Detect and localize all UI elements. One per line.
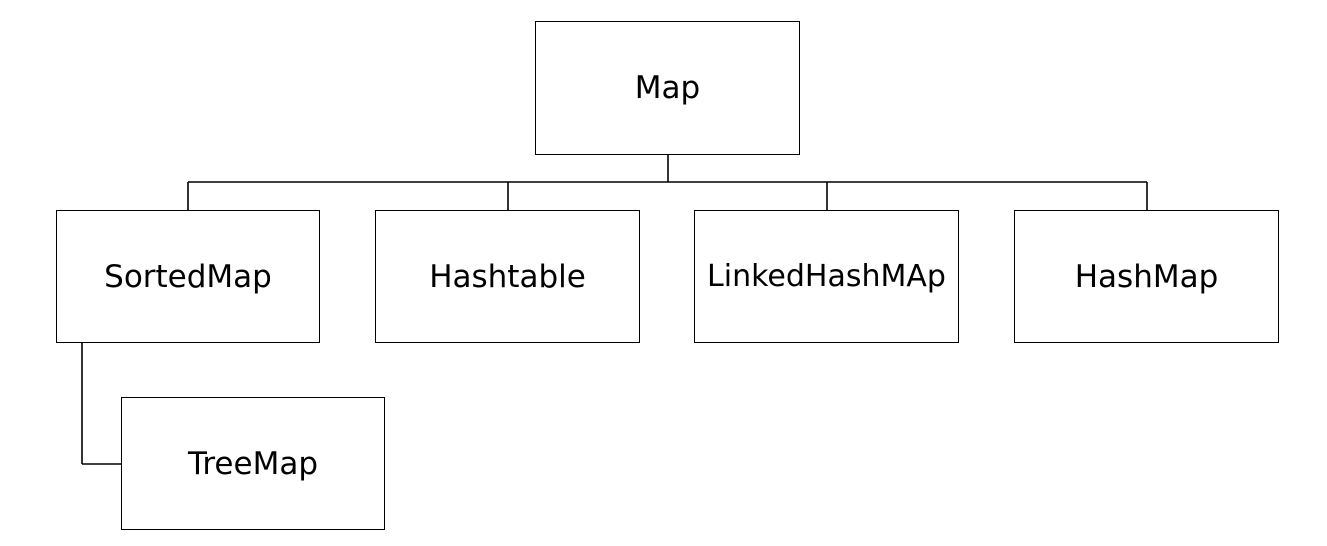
node-hashtable: Hashtable (375, 210, 640, 343)
node-label: TreeMap (187, 445, 318, 482)
node-label: HashMap (1074, 258, 1219, 295)
node-linkedhashmap: LinkedHashMAp (694, 210, 959, 343)
node-sortedmap: SortedMap (56, 210, 320, 343)
node-label: Hashtable (429, 258, 586, 295)
node-treemap: TreeMap (121, 397, 385, 530)
node-label: SortedMap (104, 258, 272, 295)
node-label: Map (634, 70, 701, 106)
node-map: Map (535, 21, 800, 155)
node-hashmap: HashMap (1014, 210, 1279, 343)
node-label: LinkedHashMAp (707, 259, 946, 294)
